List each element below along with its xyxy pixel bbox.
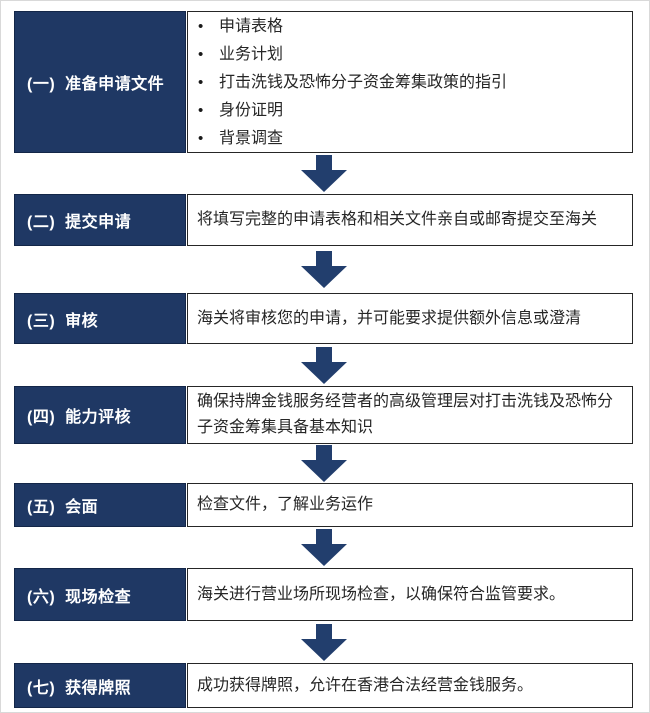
list-item-text: 背景调查 [219, 129, 284, 147]
step-number: (一) [27, 76, 56, 93]
step-label-obtain-license: (七) 获得牌照 [14, 663, 186, 708]
list-item-text: 身份证明 [219, 101, 284, 119]
step-number: (二) [27, 214, 56, 231]
list-item: • 身份证明 [198, 97, 628, 125]
step-description: 将填写完整的申请表格和相关文件亲自或邮寄提交至海关 [197, 211, 598, 228]
step-content-review: 海关将审核您的申请，并可能要求提供额外信息或澄清 [187, 293, 633, 344]
step-interview: (五) 会面 检查文件，了解业务运作 [14, 483, 633, 527]
step-label-competency-assessment: (四) 能力评核 [14, 386, 186, 444]
step-description: 检查文件，了解业务运作 [197, 496, 374, 513]
step-description: 成功获得牌照，允许在香港合法经营金钱服务。 [197, 676, 534, 694]
step-description: 海关将审核您的申请，并可能要求提供额外信息或澄清 [197, 309, 582, 327]
step-title: 准备申请文件 [65, 76, 165, 93]
step-number: (四) [27, 409, 56, 426]
list-item-text: 打击洗钱及恐怖分子资金筹集政策的指引 [219, 73, 508, 91]
step-review: (三) 审核 海关将审核您的申请，并可能要求提供额外信息或澄清 [14, 293, 633, 344]
flow-connector [14, 344, 633, 386]
flow-connector [14, 153, 633, 194]
step-content-obtain-license: 成功获得牌照，允许在香港合法经营金钱服务。 [187, 663, 633, 708]
step-content-submit-application: 将填写完整的申请表格和相关文件亲自或邮寄提交至海关 [187, 194, 633, 246]
list-item: • 申请表格 [198, 13, 628, 41]
document-list: • 申请表格 • 业务计划 • 打击洗钱及恐怖分子资金筹集政策的指引 • 身份证… [188, 12, 632, 153]
list-item: • 业务计划 [198, 41, 628, 69]
flow-connector [14, 621, 633, 663]
step-label-review: (三) 审核 [14, 293, 186, 344]
step-title: 现场检查 [65, 588, 132, 606]
step-content-prepare-documents: • 申请表格 • 业务计划 • 打击洗钱及恐怖分子资金筹集政策的指引 • 身份证… [187, 11, 633, 153]
step-title: 会面 [65, 499, 99, 516]
step-label-site-inspection: (六) 现场检查 [14, 568, 186, 621]
flow-connector [14, 527, 633, 568]
step-title: 能力评核 [65, 409, 132, 426]
step-label-prepare-documents: (一) 准备申请文件 [14, 11, 186, 153]
step-obtain-license: (七) 获得牌照 成功获得牌照，允许在香港合法经营金钱服务。 [14, 663, 633, 708]
step-content-competency-assessment: 确保持牌金钱服务经营者的高级管理层对打击洗钱及恐怖分子资金筹集具备基本知识 [187, 386, 633, 444]
step-content-site-inspection: 海关进行营业场所现场检查，以确保符合监管要求。 [187, 568, 633, 621]
step-number: (七) [27, 679, 56, 697]
step-prepare-documents: (一) 准备申请文件 • 申请表格 • 业务计划 • 打击洗钱及恐怖分子资金筹集… [14, 11, 633, 153]
step-description: 海关进行营业场所现场检查，以确保符合监管要求。 [197, 585, 566, 603]
step-site-inspection: (六) 现场检查 海关进行营业场所现场检查，以确保符合监管要求。 [14, 568, 633, 621]
arrow-down-icon [300, 251, 347, 288]
step-label-submit-application: (二) 提交申请 [14, 194, 186, 246]
step-title: 提交申请 [65, 214, 132, 231]
step-competency-assessment: (四) 能力评核 确保持牌金钱服务经营者的高级管理层对打击洗钱及恐怖分子资金筹集… [14, 386, 633, 444]
arrow-down-icon [300, 623, 347, 661]
bullet-icon: • [198, 45, 204, 63]
list-item-text: 业务计划 [219, 45, 284, 63]
step-number: (五) [27, 499, 56, 516]
step-label-interview: (五) 会面 [14, 483, 186, 527]
list-item: • 背景调查 [198, 125, 628, 153]
step-title: 审核 [65, 312, 99, 330]
list-item: • 打击洗钱及恐怖分子资金筹集政策的指引 [198, 69, 628, 97]
arrow-down-icon [300, 529, 347, 566]
step-description: 确保持牌金钱服务经营者的高级管理层对打击洗钱及恐怖分子资金筹集具备基本知识 [197, 393, 614, 436]
flow-connector [14, 246, 633, 293]
step-title: 获得牌照 [65, 679, 132, 697]
arrow-down-icon [300, 445, 347, 482]
bullet-icon: • [198, 17, 204, 35]
step-number: (三) [27, 312, 56, 330]
arrow-down-icon [300, 346, 347, 384]
step-submit-application: (二) 提交申请 将填写完整的申请表格和相关文件亲自或邮寄提交至海关 [14, 194, 633, 246]
arrow-down-icon [300, 155, 347, 192]
list-item-text: 申请表格 [219, 17, 284, 35]
flow-connector [14, 444, 633, 483]
bullet-icon: • [198, 73, 204, 91]
step-number: (六) [27, 588, 56, 606]
bullet-icon: • [198, 129, 204, 147]
bullet-icon: • [198, 101, 204, 119]
step-content-interview: 检查文件，了解业务运作 [187, 483, 633, 527]
